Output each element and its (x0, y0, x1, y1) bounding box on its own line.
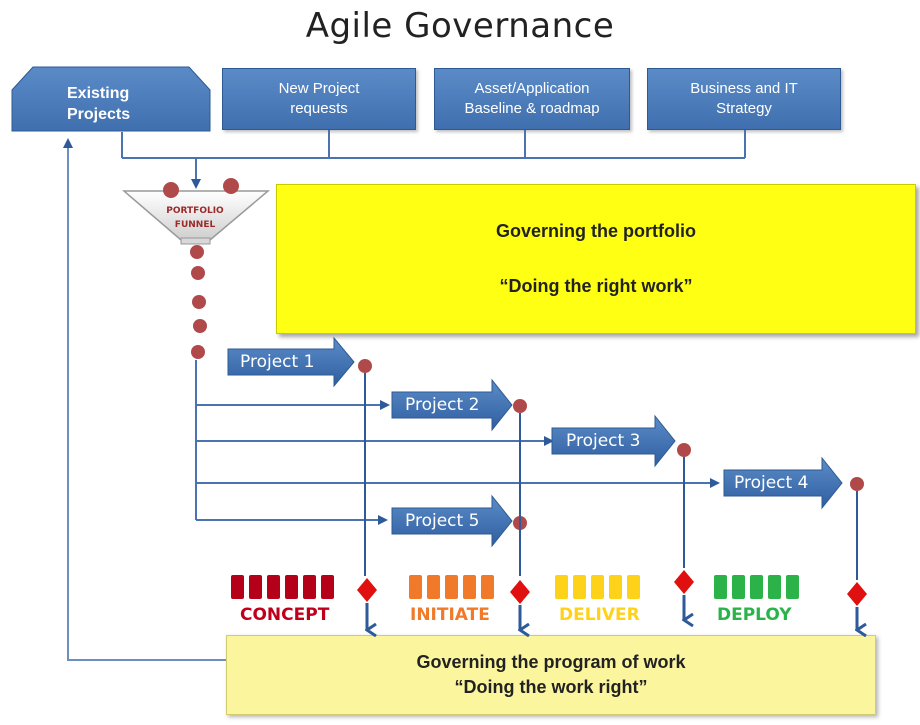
phase-deploy-label: DEPLOY (717, 605, 792, 625)
program-governance-subtitle: “Doing the work right” (454, 677, 648, 697)
project-2-arrow (391, 378, 513, 432)
baseline-box: Asset/Application Baseline & roadmap (434, 68, 630, 130)
project-4-arrow (723, 456, 843, 510)
project-5-label: Project 5 (405, 511, 480, 531)
funnel-label-line2: FUNNEL (174, 219, 216, 230)
phase-initiate-label: INITIATE (410, 605, 490, 625)
initiate-blocks (409, 575, 494, 599)
concept-blocks (231, 575, 334, 599)
deploy-blocks (714, 575, 799, 599)
phase-deliver-label: DELIVER (559, 605, 640, 625)
project-5-arrow (391, 494, 513, 548)
funnel-label-line1: PORTFOLIO (166, 206, 224, 216)
drop-lines (364, 373, 858, 580)
input-collector-line (121, 130, 746, 189)
page-title: Agile Governance (305, 6, 615, 46)
program-governance-box: Governing the program of work “Doing the… (226, 635, 876, 715)
distribution-lines (195, 360, 720, 525)
strategy-box: Business and IT Strategy (647, 68, 841, 130)
existing-projects-shape (11, 66, 211, 132)
gate-diamonds (357, 570, 867, 606)
new-requests-box: New Project requests (222, 68, 416, 130)
gate-down-arrows (367, 595, 857, 630)
phase-concept-label: CONCEPT (240, 605, 330, 625)
deliver-blocks (555, 575, 640, 599)
funnel-label: PORTFOLIO FUNNEL (150, 205, 240, 232)
portfolio-funnel (121, 190, 271, 245)
project-3-label: Project 3 (566, 431, 641, 451)
project-4-label: Project 4 (734, 473, 809, 493)
portfolio-governance-box: Governing the portfolio “Doing the right… (276, 184, 916, 334)
portfolio-governance-subtitle: “Doing the right work” (499, 276, 693, 296)
funnel-dots (163, 178, 239, 359)
existing-projects-label: Existing Projects (67, 85, 131, 123)
project-3-arrow (551, 414, 676, 468)
project-1-arrow (227, 336, 355, 388)
program-governance-title: Governing the program of work (416, 651, 686, 672)
existing-projects-box: Existing Projects (11, 66, 211, 132)
feedback-loop-line (63, 138, 226, 661)
project-2-label: Project 2 (405, 395, 480, 415)
project-1-label: Project 1 (240, 352, 315, 372)
portfolio-governance-title: Governing the portfolio (496, 221, 696, 241)
